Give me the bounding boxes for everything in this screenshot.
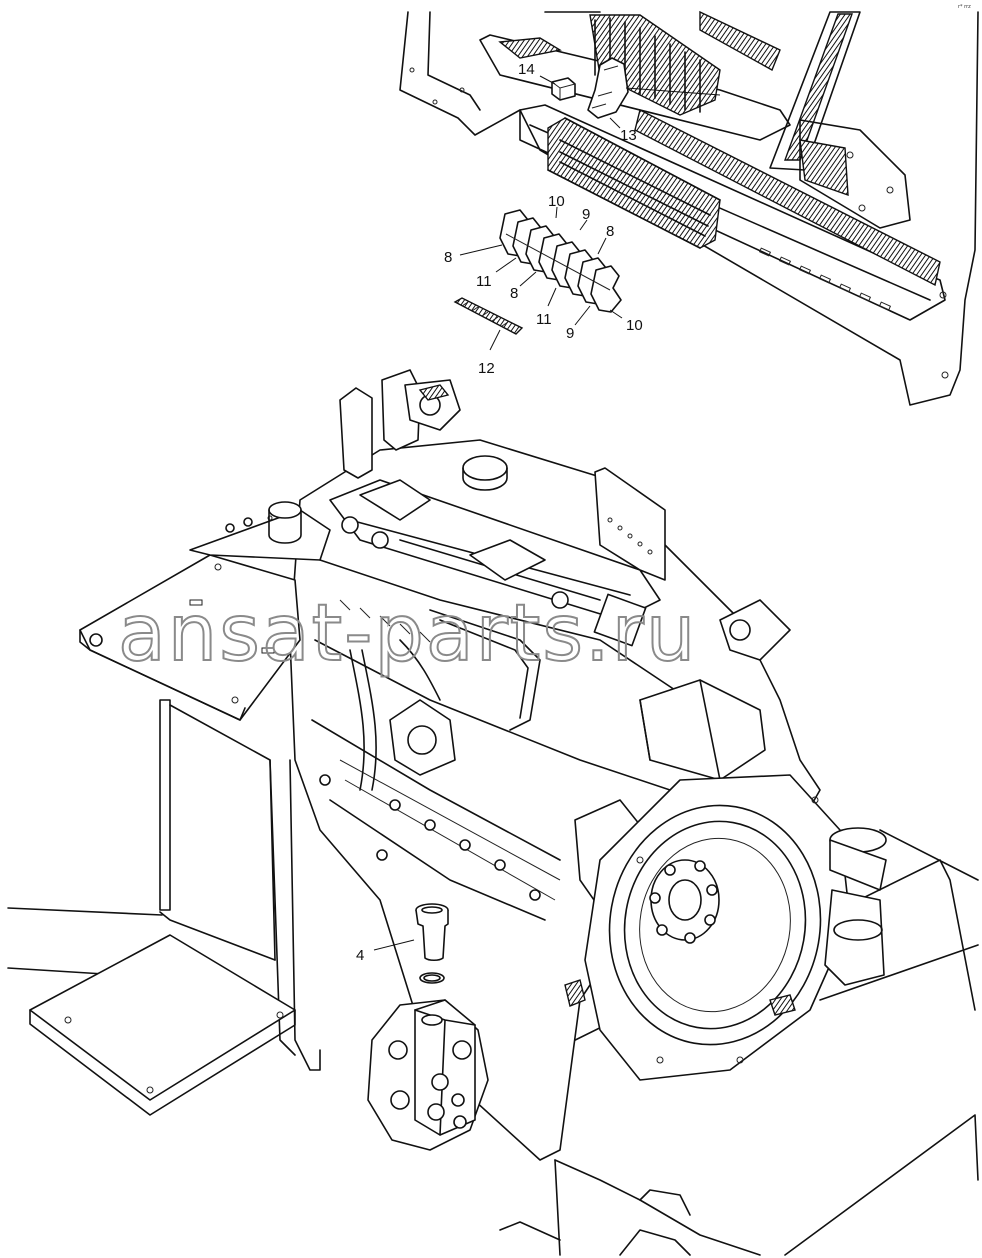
lower-step-plate [29, 934, 296, 1116]
callout-8: 8 [510, 285, 518, 302]
part-14-end-stop [551, 77, 576, 101]
callout-13: 13 [620, 127, 637, 144]
callout-11: 11 [476, 273, 492, 290]
upper-mounting-plate [79, 501, 331, 721]
hydraulic-pump-housing [367, 999, 489, 1151]
part-13-bracket [587, 57, 721, 119]
callout-8: 8 [444, 249, 452, 266]
callout-labels: 14 13 10 9 8 8 11 8 11 9 10 12 4 [356, 61, 643, 964]
parts-8-11-terminal-covers [499, 209, 622, 313]
callout-4: 4 [356, 947, 364, 964]
callout-12: 12 [478, 360, 495, 377]
block-bolts [319, 774, 541, 901]
din-rail-slots [758, 247, 892, 311]
electrical-panel-detail [399, 10, 979, 406]
leader-lines [373, 75, 623, 951]
callout-14: 14 [518, 61, 535, 78]
callout-10: 10 [626, 317, 643, 334]
part-12-jumper-bar [453, 297, 524, 335]
callout-9: 9 [566, 325, 574, 342]
callout-9: 9 [582, 206, 590, 223]
oil-filler-cap [462, 455, 508, 491]
watermark: ansat-parts.ru [118, 589, 697, 679]
callout-10: 10 [548, 193, 565, 210]
engine-mount-right [824, 827, 887, 986]
part-4-sleeve [415, 903, 449, 984]
callout-11: 11 [536, 311, 552, 328]
callout-8: 8 [606, 223, 614, 240]
corner-code: r* rrz [958, 4, 971, 10]
engine-assembly [7, 369, 979, 1256]
